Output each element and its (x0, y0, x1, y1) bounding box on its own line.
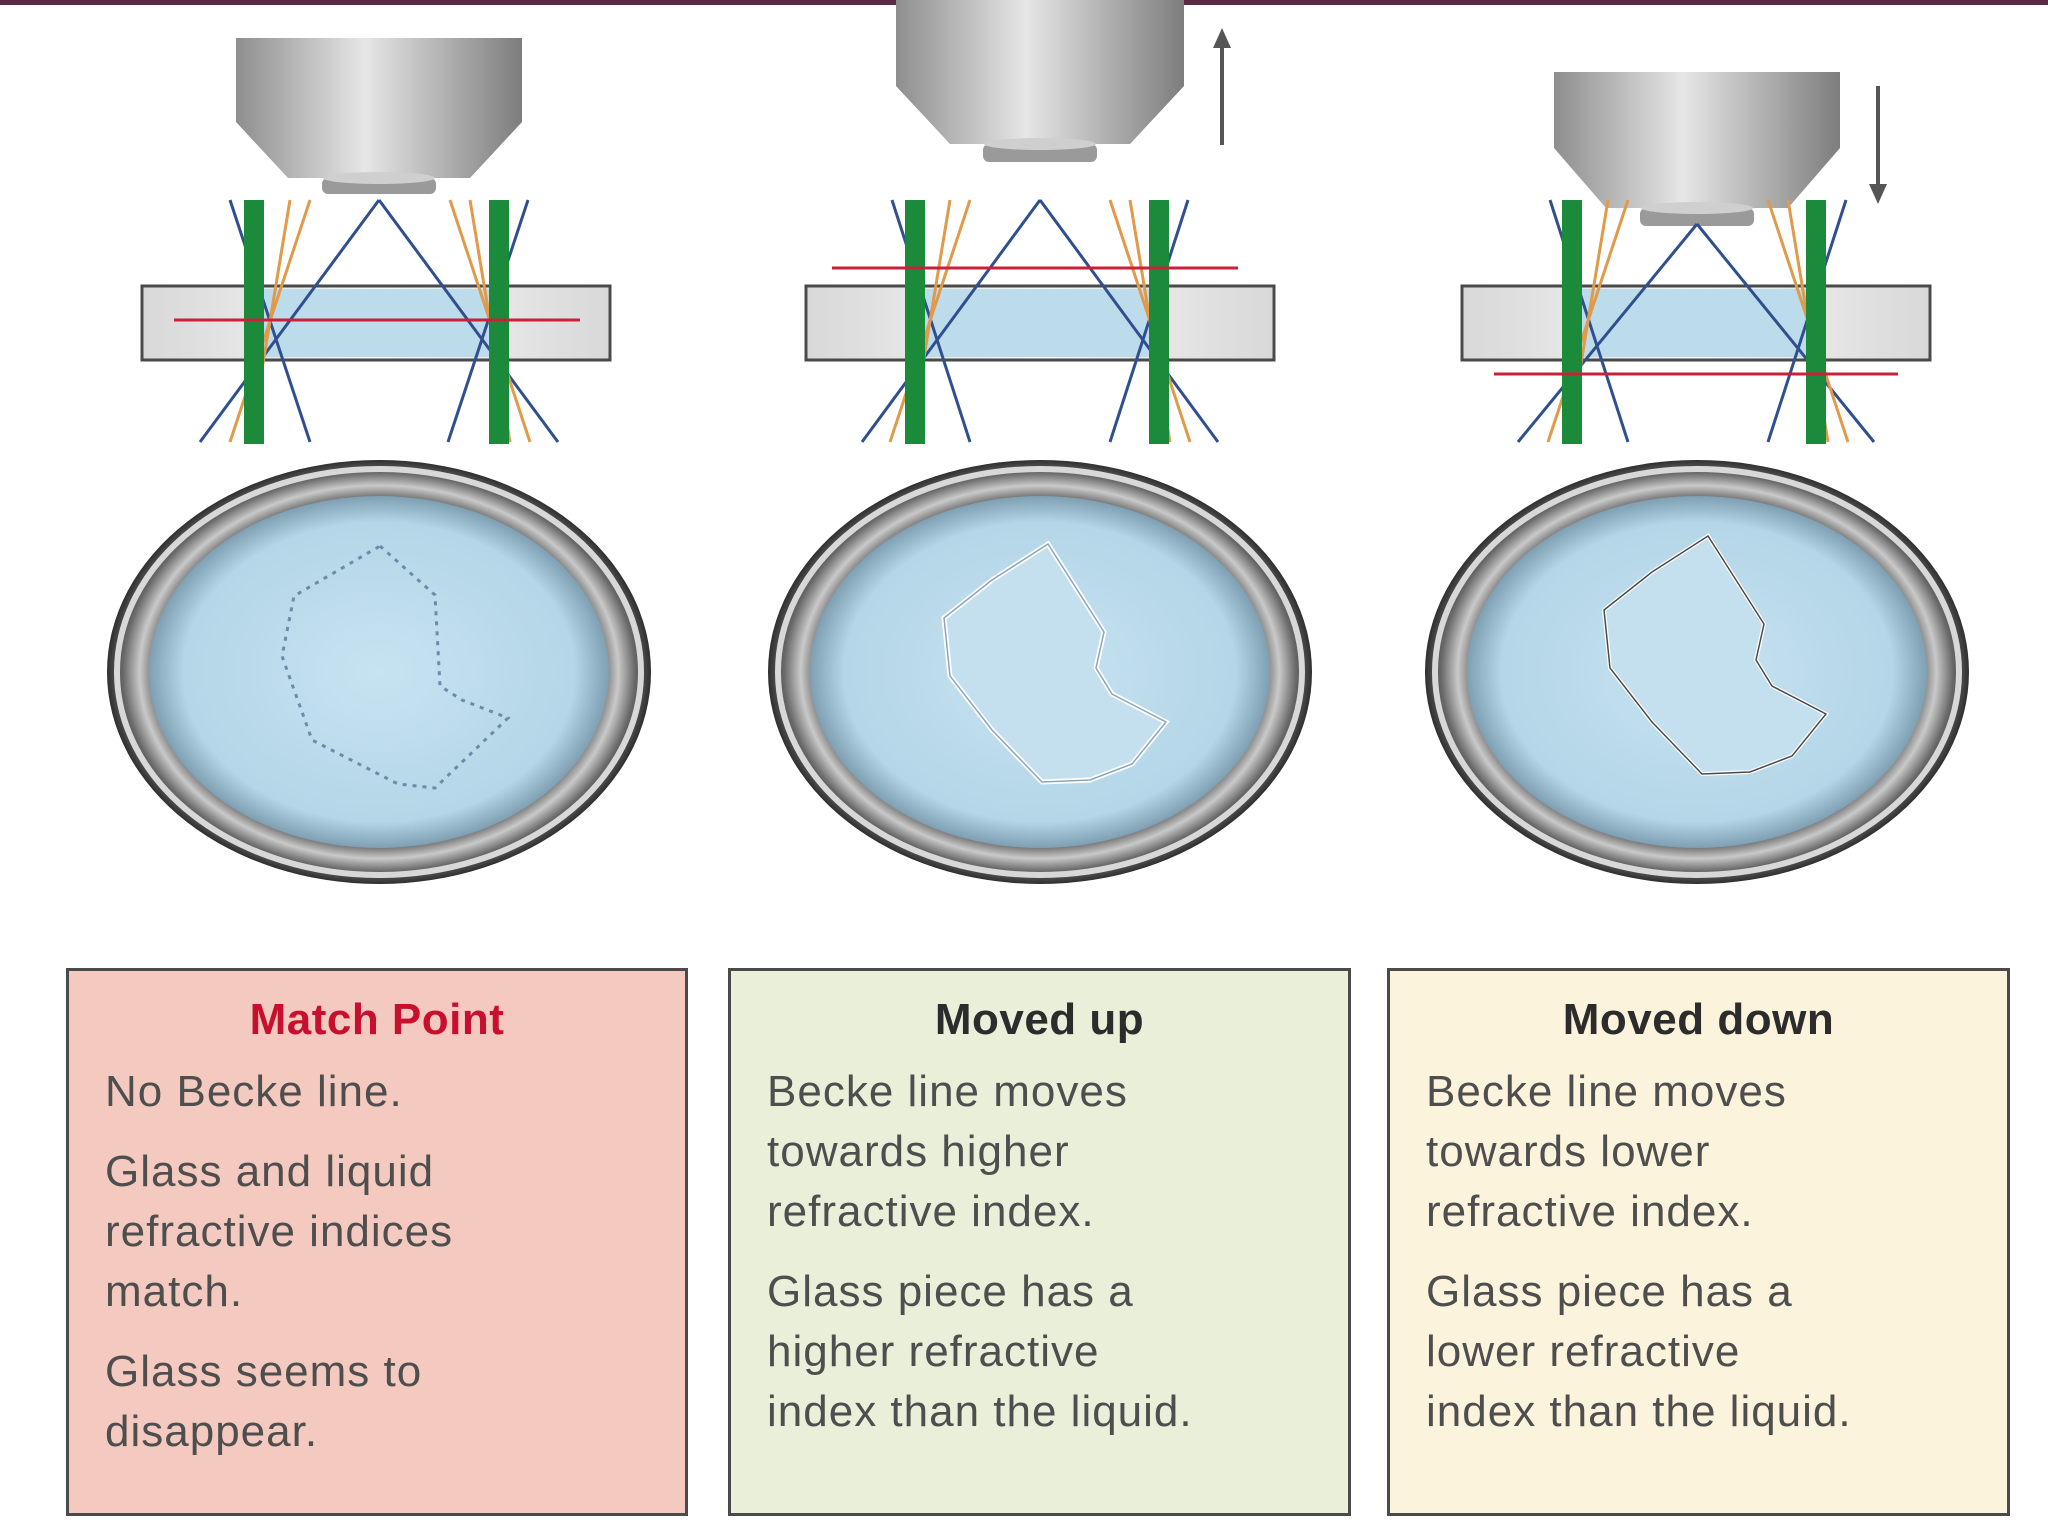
panel-title: Match Point (249, 995, 505, 1044)
panel-paragraph: Glass and liquid refractive indices matc… (105, 1146, 454, 1316)
scene-match-point (107, 38, 651, 884)
panel-paragraph: Glass piece has a lower refractive index… (1426, 1266, 1852, 1436)
becke-line-diagram (0, 0, 2048, 884)
down-arrow-icon (1869, 86, 1887, 204)
panel-paragraph: Becke line moves towards higher refracti… (767, 1066, 1128, 1236)
panel-paragraph: Becke line moves towards lower refractiv… (1426, 1066, 1787, 1236)
microscope-slide (1460, 284, 1932, 362)
microscope-view (1425, 460, 1969, 884)
panel-paragraph: Glass seems to disappear. (105, 1346, 423, 1456)
light-path-bars (244, 200, 509, 444)
panel-title: Moved up (934, 995, 1145, 1044)
microscope-slide (140, 284, 612, 362)
objective-lens (1554, 72, 1840, 226)
scene-moved-up (768, 0, 1312, 884)
microscope-view (107, 460, 651, 884)
up-arrow-icon (1213, 28, 1231, 145)
objective-lens (236, 38, 522, 194)
panel-title: Moved down (1562, 995, 1835, 1044)
scene-moved-down (1425, 72, 1969, 884)
microscope-slide (804, 284, 1276, 362)
microscope-view (768, 460, 1312, 884)
panel-moved-up: Moved up Becke line moves towards higher… (728, 968, 1351, 1516)
panel-match-point: Match Point No Becke line. Glass and liq… (66, 968, 688, 1516)
panel-moved-down: Moved down Becke line moves towards lowe… (1387, 968, 2010, 1516)
objective-lens (896, 0, 1184, 162)
light-path-bars (1562, 200, 1826, 444)
light-path-bars (905, 200, 1169, 444)
panel-paragraph: No Becke line. (105, 1066, 403, 1116)
panel-paragraph: Glass piece has a higher refractive inde… (767, 1266, 1193, 1436)
